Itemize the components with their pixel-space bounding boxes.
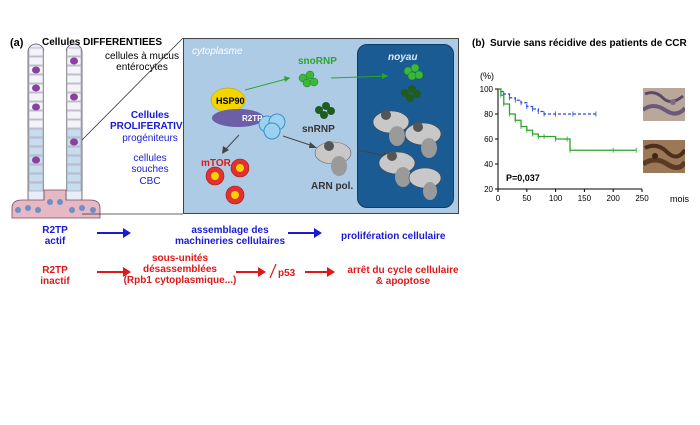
y-tick-label: 20 [484,185,493,194]
series-line-low [498,88,596,115]
inactive-arrow-3 [305,267,335,277]
disassembled-label-2: désassemblées [143,264,217,275]
increase-icon [269,263,277,279]
x-tick-label: 150 [578,194,592,203]
snrnp-label: snRNP [302,124,335,135]
arn-pol-label: ARN pol. [311,181,354,192]
tissue-image-high [643,140,685,173]
mtor-label: mTOR [201,158,231,169]
cell-cycle-arrest-label-2: & apoptose [375,276,431,287]
stem-cells-label-3: CBC [139,176,161,187]
tissue-image-low [643,88,685,121]
x-tick-label: 0 [496,194,501,203]
assembly-label-1: assemblage des [191,225,269,236]
r2tp-inactive-label-1: R2TP [42,265,68,276]
active-arrow-2 [288,228,322,238]
snornp-label: snoRNP [298,56,337,67]
nucleus-label: noyau [388,52,418,63]
p-value-annotation: P=0,037 [506,173,540,183]
proliferative-cells-title-2: PROLIFERATIVES [110,121,196,132]
cell-drawing [205,63,442,205]
panel-a-label: (a) [10,37,24,49]
r2tp-active-label-2: actif [44,236,66,247]
cell-cycle-arrest-label-1: arrêt du cycle cellulaire [347,265,459,276]
cytoplasm-label: cytoplasme [192,46,243,57]
inactive-arrow-1 [97,267,131,277]
crypt-illustration [11,43,101,219]
zoom-lines [81,37,184,215]
x-axis-title: mois [670,194,690,204]
r2tp-complex-label: R2TP [242,114,263,123]
disassembled-label-1: sous-unités [151,253,209,264]
hsp90-label: HSP90 [216,96,245,106]
x-tick-label: 250 [635,194,649,203]
r2tp-inactive-label-2: inactif [40,276,70,287]
panel-b-title: Survie sans récidive des patients de CCR [490,38,687,49]
active-arrow-1 [97,228,131,238]
stem-cells-label-1: cellules [133,153,167,164]
differentiated-cells-title: Cellules DIFFERENTIEES [42,37,163,48]
p53-label: p53 [278,268,296,279]
progenitors-label: progéniteurs [122,133,178,144]
y-axis-title: (%) [480,71,494,81]
y-tick-label: 80 [484,110,493,119]
mucus-cells-label: cellules à mucus [105,51,179,62]
y-tick-label: 40 [484,160,493,169]
y-tick-label: 60 [484,135,493,144]
x-tick-label: 200 [607,194,621,203]
y-tick-label: 100 [480,85,494,94]
proliferative-cells-title-1: Cellules [130,110,170,121]
disassembled-label-3: (Rpb1 cytoplasmique...) [123,275,237,286]
proliferation-label: prolifération cellulaire [341,231,446,242]
stem-cells-label-2: souches [131,164,169,175]
enterocytes-label: entérocytes [116,62,168,73]
panel-b-label: (b) [472,38,485,49]
x-tick-label: 50 [522,194,531,203]
survival-chart: 20 40 60 80 100 0 50 100 150 200 250 (%) mois P=0,03… [480,71,690,204]
x-tick-label: 100 [549,194,563,203]
assembly-label-2: machineries cellulaires [174,236,286,247]
inactive-arrow-2 [236,267,266,277]
r2tp-active-label-1: R2TP [42,225,68,236]
